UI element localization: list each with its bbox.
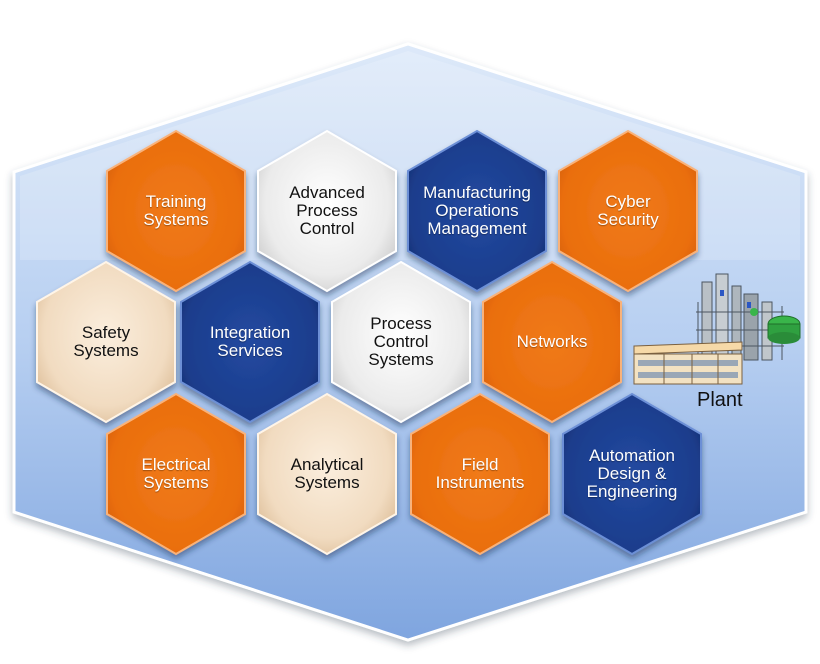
plant-label: Plant: [697, 389, 743, 411]
hexagon-automation-design-engineering: [562, 392, 702, 556]
hexagon-safety-systems: [36, 260, 176, 424]
hexagon-cyber-security: [558, 129, 698, 293]
hexagon-electrical-systems: [106, 392, 246, 556]
hexagon-training-systems: [106, 129, 246, 293]
hexagon-analytical-systems: [257, 392, 397, 556]
hexagon-manufacturing-operations-management: [407, 129, 547, 293]
hexagon-networks: [482, 260, 622, 424]
hexagon-integration-services: [180, 260, 320, 424]
hexagon-advanced-process-control: [257, 129, 397, 293]
hexagon-process-control-systems: [331, 260, 471, 424]
hexagon-field-instruments: [410, 392, 550, 556]
factory-icon: [633, 273, 801, 385]
